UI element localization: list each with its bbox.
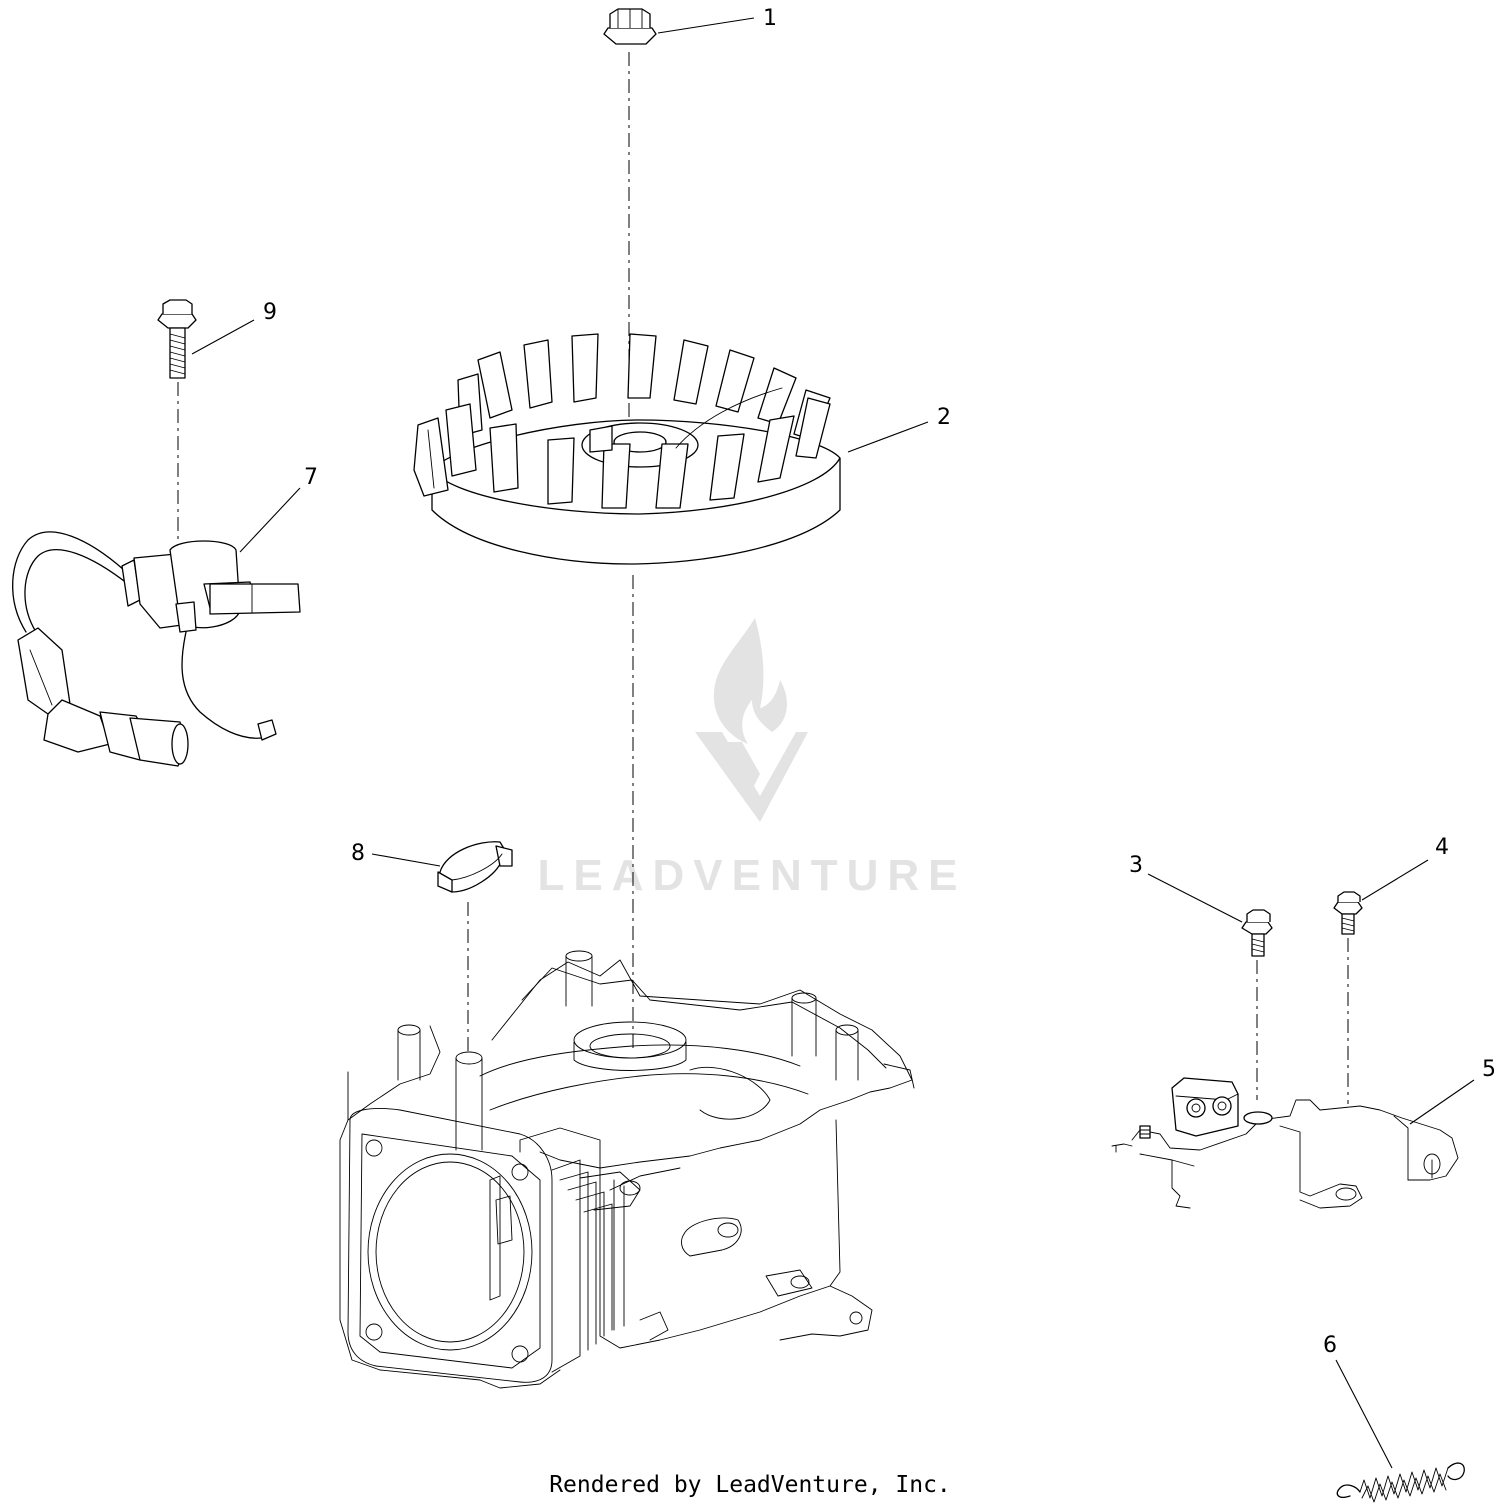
callout-3: 3 (1129, 853, 1143, 878)
screw-3-part (1241, 909, 1273, 957)
leader-line-9 (191, 319, 255, 355)
leader-line-5 (1409, 1079, 1475, 1125)
engine-block-part (339, 950, 915, 1389)
watermark-v-mark-icon (695, 732, 808, 822)
leader-lines (191, 17, 1475, 1469)
callout-4: 4 (1435, 835, 1449, 860)
callout-6: 6 (1323, 1333, 1337, 1358)
leader-line-2 (847, 421, 929, 453)
coil-bolt-part (157, 299, 197, 379)
callout-1: 1 (763, 6, 777, 31)
watermark-text: LEADVENTURE (537, 851, 966, 900)
rendered-by-footer: Rendered by LeadVenture, Inc. (549, 1472, 951, 1498)
screw-4-part (1333, 891, 1363, 935)
callout-numbers: 1 2 3 4 5 6 7 8 9 (263, 6, 1496, 1358)
leader-line-1 (657, 17, 755, 34)
control-bracket-part (1111, 1077, 1459, 1209)
leader-line-8 (371, 853, 441, 867)
leader-line-3 (1147, 873, 1243, 923)
flange-nut-part (603, 8, 657, 45)
leader-line-6 (1335, 1359, 1393, 1469)
callout-8: 8 (351, 841, 365, 866)
callout-5: 5 (1482, 1057, 1496, 1082)
leader-line-7 (239, 487, 301, 553)
callout-2: 2 (937, 405, 951, 430)
flywheel-key-part (437, 841, 513, 893)
watermark: LEADVENTURE (537, 618, 966, 900)
flywheel-part (413, 333, 841, 565)
leader-line-4 (1361, 859, 1429, 901)
watermark-flame-icon (713, 618, 787, 744)
callout-9: 9 (263, 300, 277, 325)
ignition-coil-part (12, 531, 301, 767)
extension-spring-part (1336, 1462, 1465, 1503)
callout-7: 7 (304, 465, 318, 490)
